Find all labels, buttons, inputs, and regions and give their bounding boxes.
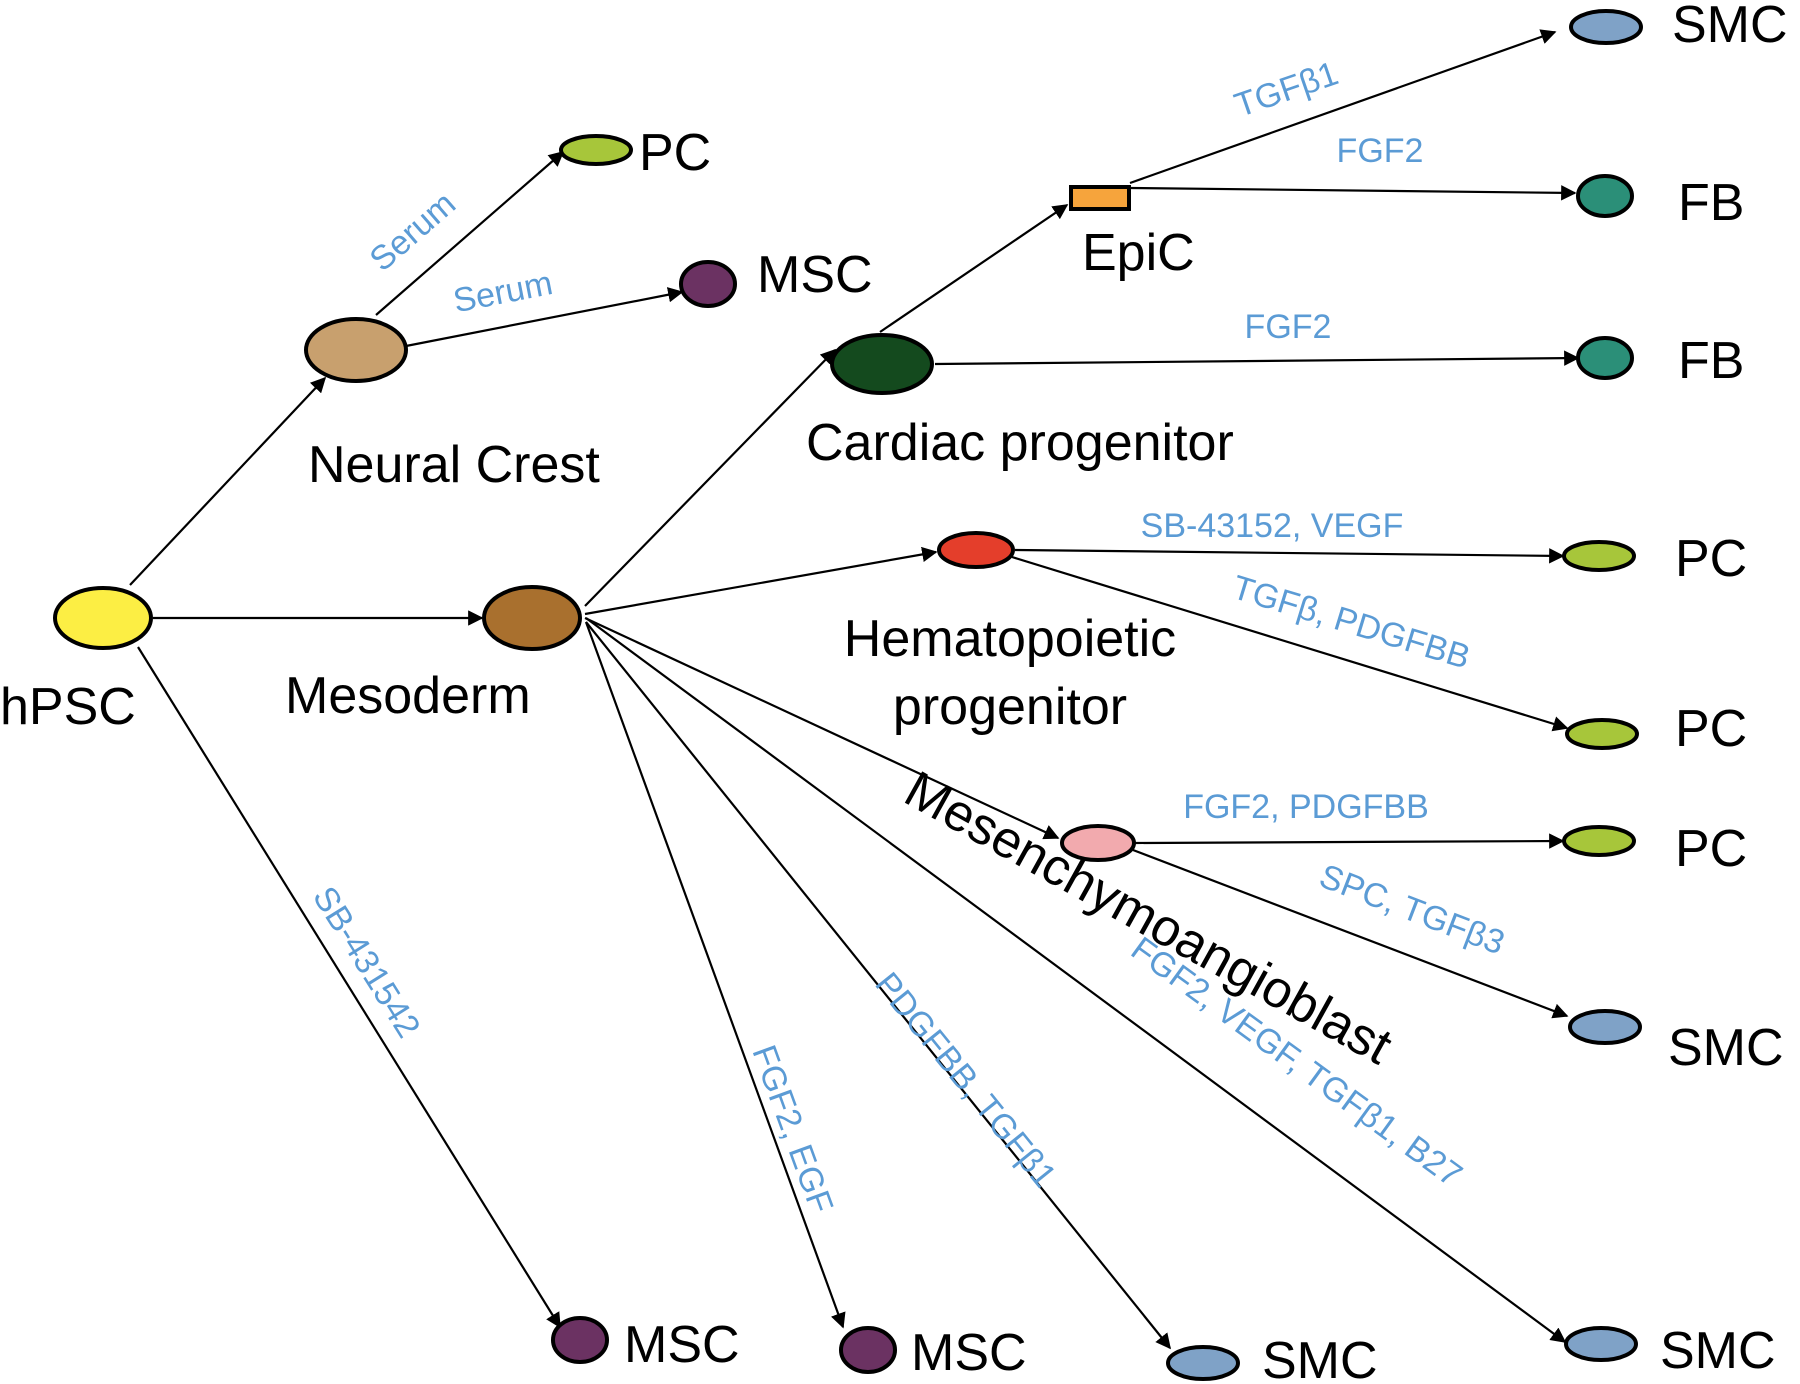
node-cardiac-progenitor	[830, 333, 934, 395]
label-fb-epic: FB	[1678, 174, 1744, 232]
edge-label-meso-smc1: PDGFBB, TGFβ1	[868, 965, 1064, 1194]
edge-hematopoietic-pc-1	[1014, 548, 1565, 564]
node-fb-cardiac	[1576, 336, 1634, 380]
edge-mesoderm-cardiac	[584, 348, 837, 607]
node-pc-hematopoietic-2	[1565, 718, 1639, 750]
label-mesoderm: Mesoderm	[285, 667, 531, 725]
edge-label-hpsc-msc: SB-431542	[305, 880, 427, 1044]
label-msc-hpsc: MSC	[624, 1316, 740, 1374]
node-fb-epic	[1576, 174, 1634, 218]
label-hpsc: hPSC	[0, 678, 136, 736]
edge-label-nc-msc: Serum	[450, 264, 556, 320]
label-cardiac-progenitor: Cardiac progenitor	[806, 414, 1234, 472]
edge-mesoderm-smc-2	[585, 617, 1567, 1343]
node-smc-epic	[1569, 9, 1643, 45]
label-pc-hematopoietic-2: PC	[1675, 700, 1747, 758]
edges	[129, 29, 1580, 1350]
edge-label-epic-fb: FGF2	[1337, 132, 1424, 170]
edge-label-mesen-smc: SPC, TGFβ3	[1314, 857, 1509, 962]
edge-mesenchymoangioblast-pc	[1134, 833, 1565, 849]
label-hematopoietic: Hematopoietic	[844, 610, 1176, 668]
label-smc-mesoderm-2: SMC	[1660, 1322, 1776, 1380]
label-msc-neural-crest: MSC	[757, 246, 873, 304]
node-smc-mesoderm-1	[1166, 1345, 1240, 1381]
node-pc-hematopoietic-1	[1562, 540, 1636, 572]
label-pc-mesenchymoangioblast: PC	[1675, 820, 1747, 878]
node-pc-mesenchymoangioblast	[1562, 825, 1636, 857]
node-hematopoietic-progenitor	[937, 531, 1015, 569]
label-pc-neural-crest: PC	[639, 124, 711, 182]
edge-neural-crest-msc	[405, 287, 684, 348]
node-mesoderm	[482, 585, 582, 651]
edge-epic-smc	[1129, 29, 1557, 185]
edge-label-hemato-pc1: SB-43152, VEGF	[1141, 507, 1404, 545]
label-pc-hematopoietic-1: PC	[1675, 530, 1747, 588]
label-smc-mesoderm-1: SMC	[1262, 1332, 1378, 1384]
node-smc-mesenchymoangioblast	[1568, 1009, 1642, 1045]
edge-mesenchymoangioblast-smc	[1132, 848, 1569, 1019]
nodes	[53, 9, 1643, 1381]
node-msc-neural-crest	[679, 260, 737, 308]
node-mesenchymoangioblast	[1060, 824, 1136, 862]
edge-neural-crest-pc	[375, 150, 565, 316]
label-smc-epic: SMC	[1672, 0, 1788, 54]
edge-label-cardiac-fb: FGF2	[1245, 308, 1332, 346]
label-fb-cardiac: FB	[1678, 332, 1744, 390]
edge-hematopoietic-pc-2	[1011, 555, 1569, 732]
node-msc-hpsc	[551, 1316, 609, 1364]
label-epic: EpiC	[1082, 224, 1195, 282]
edge-mesoderm-mesenchymoangioblast	[584, 617, 1060, 840]
label-neural-crest: Neural Crest	[308, 436, 600, 494]
node-epic	[1069, 185, 1131, 211]
label-msc-mesoderm: MSC	[911, 1324, 1027, 1382]
edge-mesoderm-msc	[584, 621, 846, 1329]
node-pc-neural-crest	[559, 134, 633, 166]
node-msc-mesoderm	[839, 1326, 897, 1374]
edge-cardiac-fb	[934, 350, 1580, 366]
edge-label-meso-msc: FGF2, EGF	[744, 1040, 840, 1218]
edge-label-mesen-pc: FGF2, PDGFBB	[1183, 788, 1429, 826]
node-hpsc	[53, 586, 153, 650]
node-smc-mesoderm-2	[1564, 1326, 1638, 1362]
edge-cardiac-epic	[879, 204, 1069, 333]
label-smc-mesenchymoangioblast: SMC	[1668, 1019, 1784, 1077]
edge-hpsc-neural-crest	[129, 376, 327, 586]
edge-mesoderm-smc-1	[585, 621, 1171, 1350]
edge-epic-fb	[1129, 185, 1577, 201]
label-progenitor: progenitor	[893, 678, 1127, 736]
node-neural-crest	[304, 317, 408, 383]
edge-mesoderm-hematopoietic	[584, 546, 938, 616]
edge-label-nc-pc: Serum	[363, 185, 464, 279]
edge-hpsc-msc	[137, 646, 561, 1329]
